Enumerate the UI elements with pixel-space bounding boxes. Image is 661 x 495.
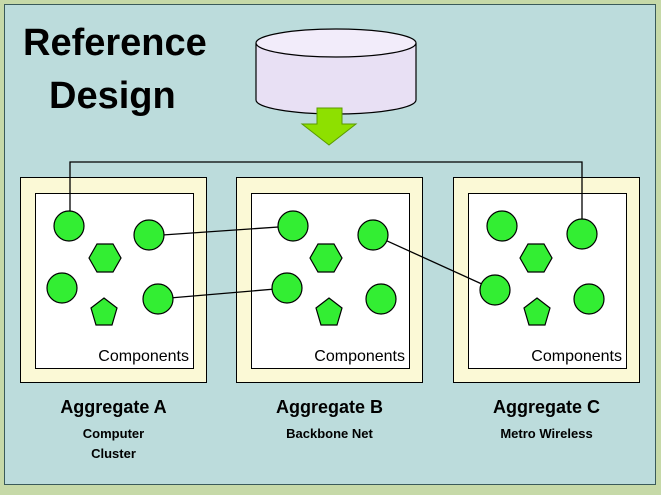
aggregate-c-nodes xyxy=(479,210,605,326)
down-arrow-icon xyxy=(300,107,358,146)
database-cylinder-icon xyxy=(255,28,417,115)
node-circle xyxy=(133,219,165,251)
node-hexagon xyxy=(519,243,553,273)
aggregate-b-box: Components xyxy=(236,177,423,383)
node-pentagon xyxy=(523,297,551,326)
aggregate-c-subtitle: Metro Wireless xyxy=(453,424,640,444)
node-circle xyxy=(573,283,605,315)
aggregate-a-nodes xyxy=(46,210,174,326)
aggregate-c-name: Aggregate C xyxy=(492,397,600,417)
title-line-1: Reference xyxy=(23,22,207,64)
node-circle xyxy=(479,274,511,306)
title-line-2: Design xyxy=(49,75,176,117)
aggregate-a-name: Aggregate A xyxy=(60,397,167,417)
node-circle xyxy=(46,272,78,304)
aggregate-b-components-label: Components xyxy=(314,348,405,365)
node-circle xyxy=(277,210,309,242)
aggregate-b-nodes xyxy=(271,210,397,326)
node-circle xyxy=(486,210,518,242)
node-circle xyxy=(271,272,303,304)
aggregate-c-components-label: Components xyxy=(531,348,622,365)
connection-lines xyxy=(69,161,583,300)
node-circle xyxy=(53,210,85,242)
link-a-b-lower xyxy=(157,287,288,300)
top-bus-line xyxy=(69,161,583,232)
link-b-c xyxy=(373,234,496,291)
node-circle xyxy=(365,283,397,315)
node-hexagon xyxy=(88,243,122,273)
node-pentagon xyxy=(90,297,118,326)
node-pentagon xyxy=(315,297,343,326)
aggregate-a-subtitle-line-1: Computer xyxy=(82,426,145,441)
aggregate-c-box: Components xyxy=(453,177,640,383)
link-a-b-upper xyxy=(147,225,294,237)
aggregate-b-name: Aggregate B xyxy=(275,397,383,417)
node-circle xyxy=(142,283,174,315)
aggregate-b-subtitle-line-1: Backbone Net xyxy=(286,426,373,441)
node-hexagon xyxy=(309,243,343,273)
node-circle xyxy=(566,218,598,250)
node-circle xyxy=(357,219,389,251)
aggregate-b-subtitle: Backbone Net xyxy=(236,424,423,444)
aggregate-c-subtitle-line-1: Metro Wireless xyxy=(500,426,593,441)
aggregate-a-subtitle: Computer Cluster xyxy=(20,424,207,464)
aggregate-a-subtitle-line-2: Cluster xyxy=(91,446,136,461)
aggregate-a-components-label: Components xyxy=(98,348,189,365)
